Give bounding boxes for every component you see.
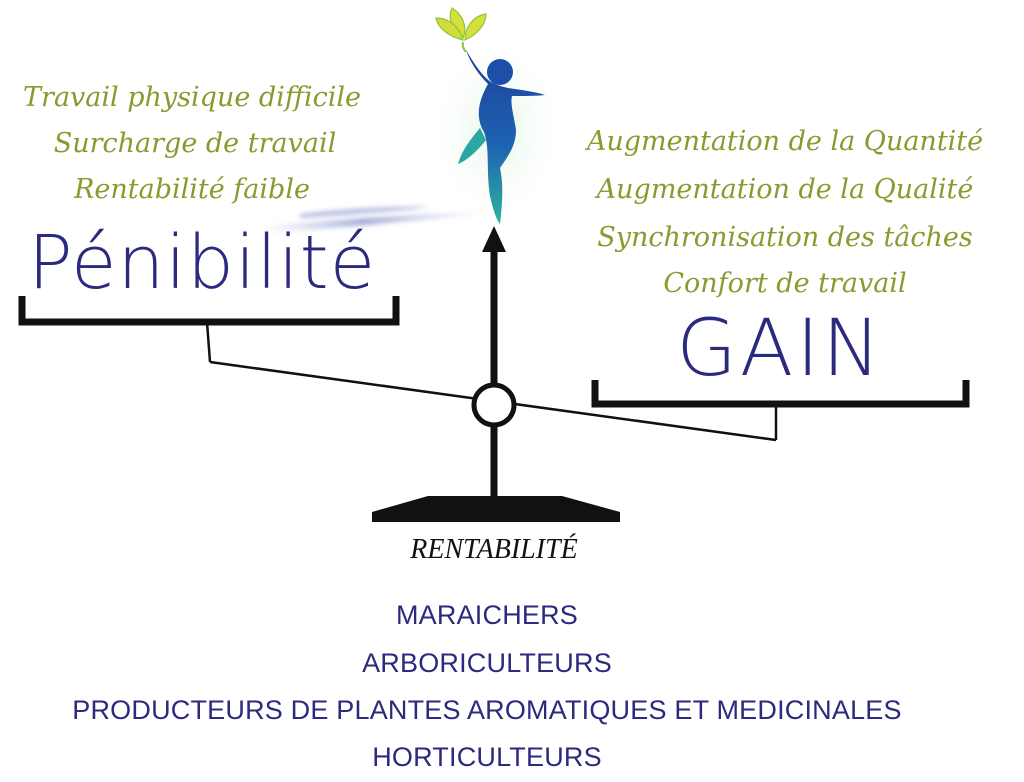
leaf-sprout-icon [435, 7, 487, 53]
right-item: Augmentation de la Qualité [596, 174, 974, 205]
right-item: Augmentation de la Quantité [586, 126, 984, 157]
rentabilite-label: RENTABILITÉ [410, 534, 578, 565]
right-item: Confort de travail [663, 268, 907, 299]
pivot-circle [471, 382, 517, 428]
left-tray [18, 296, 400, 363]
penibilite-title: Pénibilité [28, 220, 377, 306]
audience-item: PRODUCTEURS DE PLANTES AROMATIQUES ET ME… [72, 695, 902, 725]
gain-title: GAIN [676, 304, 884, 394]
audience-item: ARBORICULTEURS [362, 648, 612, 678]
scale-base [372, 496, 620, 522]
right-item: Synchronisation des tâches [597, 222, 973, 253]
left-item: Rentabilité faible [74, 174, 310, 205]
person-reaching-icon [458, 50, 545, 224]
motion-swoosh [262, 206, 488, 232]
audience-item: MARAICHERS [395, 600, 579, 630]
left-item: Surcharge de travail [53, 128, 337, 159]
left-item: Travail physique difficile [23, 82, 361, 113]
upward-arrow [482, 226, 506, 500]
audience-item: HORTICULTEURS [372, 742, 602, 772]
right-tray [591, 380, 970, 440]
